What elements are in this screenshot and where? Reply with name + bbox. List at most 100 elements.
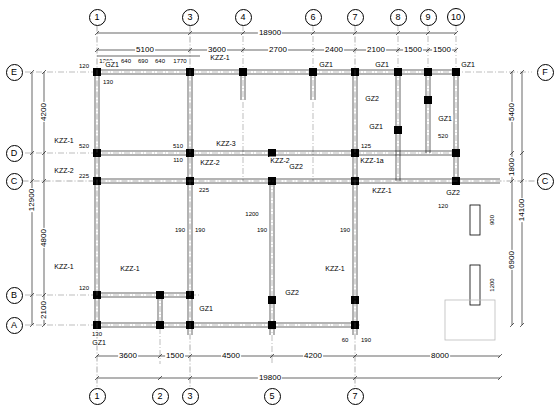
- axis-bubble: 3: [182, 9, 199, 26]
- size: 520: [437, 133, 449, 139]
- dimension: 3600: [118, 352, 138, 360]
- dimension: 690: [137, 58, 149, 64]
- axis-line: [23, 181, 537, 182]
- column-tag: KZZ-2: [199, 159, 220, 166]
- dimension: 1500: [403, 46, 423, 54]
- dimension: 18900: [258, 29, 282, 37]
- axis-number: 1: [94, 392, 99, 401]
- size: 190: [339, 227, 351, 233]
- column-tag: GZ1: [437, 115, 453, 122]
- axis-bubble: 6: [305, 9, 322, 26]
- column-tag: GZ1: [198, 305, 214, 312]
- dimension-ticks: [30, 31, 524, 380]
- axis-bubble: A: [6, 317, 23, 334]
- column-tag: GZ2: [284, 289, 300, 296]
- axis-bubble: 4: [235, 9, 252, 26]
- column-tag: KZZ-1a: [359, 157, 384, 164]
- dimension: 1500: [432, 46, 452, 54]
- dimension: 14100: [518, 198, 526, 222]
- dimension: 1800: [508, 157, 516, 177]
- column-tag: GZ2: [288, 163, 304, 170]
- size: 190: [174, 227, 186, 233]
- walls: [95, 70, 500, 335]
- axis-number: 4: [240, 13, 245, 22]
- axis-bubble: 7: [347, 388, 364, 405]
- column-tag: KZZ-1: [209, 54, 230, 61]
- axis-bubble: 3: [182, 388, 199, 405]
- axis-bubble: C: [6, 173, 23, 190]
- dimension: 640: [120, 58, 132, 64]
- column-tag: KZZ-1: [53, 263, 74, 270]
- dimension: 1500: [165, 352, 185, 360]
- axis-number: A: [11, 321, 17, 330]
- axis-number: 6: [310, 13, 315, 22]
- axis-bubble: 5: [264, 388, 281, 405]
- dimension: 900: [489, 214, 495, 226]
- axis-number: 7: [352, 392, 357, 401]
- dimension: 8000: [430, 352, 450, 360]
- axis-lines: [25, 25, 532, 364]
- axis-bubble: F: [537, 64, 554, 81]
- column-tag: GZ1: [460, 61, 476, 68]
- dimension-lines: [32, 33, 522, 378]
- dimension: 4800: [40, 228, 48, 248]
- dimension: 2400: [324, 46, 344, 54]
- size: 190: [194, 227, 206, 233]
- axis-bubble: 10: [447, 8, 465, 26]
- column-tag: GZ1: [318, 61, 334, 68]
- column-tag: GZ2: [364, 95, 380, 102]
- size: 120: [78, 285, 90, 291]
- dimension: 19800: [258, 374, 282, 382]
- axis-number: 2: [157, 392, 162, 401]
- dimension: 4500: [221, 352, 241, 360]
- axis-number: C: [542, 177, 549, 186]
- column-tag: KZZ-1: [324, 265, 345, 272]
- axis-bubble: 8: [390, 9, 407, 26]
- axis-number: 3: [187, 13, 192, 22]
- axis-bubble: 2: [152, 388, 169, 405]
- column-tag: GZ2: [445, 189, 461, 196]
- axis-number: B: [11, 291, 17, 300]
- column-tag: KZZ-1: [53, 137, 74, 144]
- dimension: 1770: [172, 58, 187, 64]
- dimension: 640: [154, 58, 166, 64]
- column-tag: GZ1: [91, 339, 107, 346]
- size: 190: [360, 337, 372, 343]
- axis-number: 8: [395, 13, 400, 22]
- axis-number: 7: [352, 13, 357, 22]
- size: 110: [172, 157, 184, 163]
- size: 225: [78, 173, 90, 179]
- axis-bubble: C: [537, 173, 554, 190]
- size: 120: [78, 63, 90, 69]
- axis-number: D: [11, 149, 18, 158]
- dimension: 1200: [489, 277, 495, 292]
- size: 190: [256, 227, 268, 233]
- column-tag: GZ1: [374, 61, 390, 68]
- column-tag: GZ1: [104, 61, 120, 68]
- axis-bubble: 9: [420, 9, 437, 26]
- dimension: 4200: [40, 102, 48, 122]
- dimension: 5100: [135, 46, 155, 54]
- size: 520: [78, 143, 90, 149]
- dimension: 12900: [28, 188, 36, 212]
- axis-bubble: E: [6, 64, 23, 81]
- axis-line: [190, 26, 191, 388]
- dimension: 6900: [508, 250, 516, 270]
- column-tag: GZ1: [368, 123, 384, 130]
- openings: [445, 205, 495, 340]
- axis-number: C: [11, 177, 18, 186]
- column-tag: KZZ-1: [371, 187, 392, 194]
- axis-line: [355, 26, 356, 388]
- dimension: 2700: [268, 46, 288, 54]
- column-tag: KZZ-2: [53, 167, 74, 174]
- size: 1200: [244, 211, 259, 217]
- column-tag: KZZ-1: [119, 265, 140, 272]
- axis-number: 10: [451, 13, 461, 22]
- columns: [93, 68, 460, 329]
- size: 510: [172, 143, 184, 149]
- dimension: 2100: [40, 300, 48, 320]
- size: 130: [102, 79, 114, 85]
- axis-bubble: D: [6, 145, 23, 162]
- axis-number: 5: [269, 392, 274, 401]
